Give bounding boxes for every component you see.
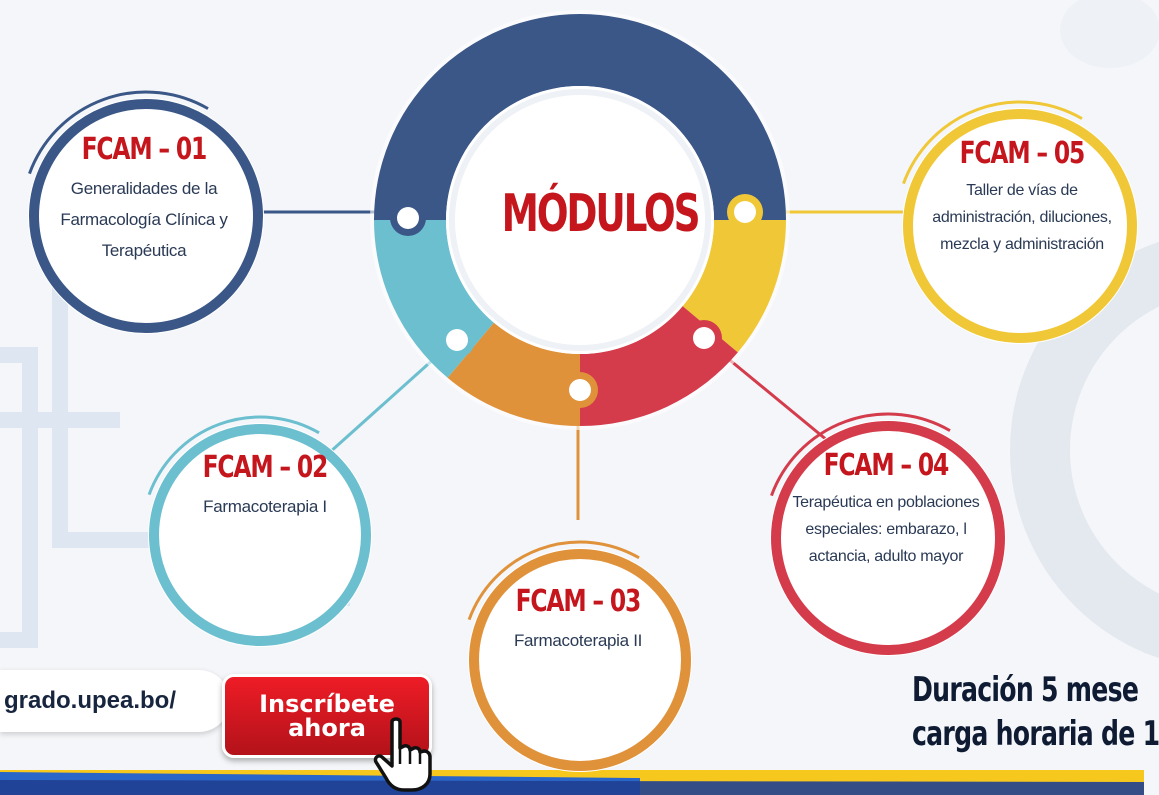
module-circle-ring-1 (29, 99, 263, 333)
enroll-label-line2: ahora (288, 714, 366, 742)
enroll-now-button[interactable]: Inscríbete ahora (222, 674, 432, 758)
ring-segment-4 (447, 322, 580, 426)
module-code: FCAM – 02 (202, 450, 329, 485)
module-circle-arc-3 (467, 540, 640, 621)
module-circle-bg-5 (902, 108, 1138, 344)
module-code: FCAM – 01 (81, 132, 208, 167)
module-description: Terapéutica en poblaciones especiales: e… (792, 494, 980, 565)
central-ring (370, 10, 790, 430)
module-card-3: FCAM – 03 Farmacoterapia II (478, 584, 678, 656)
module-card-1: FCAM – 01 Generalidades de la Farmacolog… (30, 132, 258, 266)
module-card-2: FCAM – 02 Farmacoterapia I (165, 450, 365, 522)
module-circles (28, 90, 1138, 772)
module-card-4: FCAM – 04 Terapéutica en poblaciones esp… (772, 448, 1000, 570)
module-card-5: FCAM – 05 Taller de vías de administraci… (908, 136, 1136, 258)
duration-line-1: Duración 5 mese (912, 670, 1139, 710)
module-circle-ring-5 (903, 109, 1137, 343)
ring-segment-1 (374, 14, 786, 220)
diagram-title: MÓDULOS (501, 184, 701, 244)
website-url[interactable]: grado.upea.bo/ (4, 687, 177, 714)
module-circle-ring-2 (149, 424, 371, 646)
module-code: FCAM – 03 (515, 584, 642, 619)
module-circle-ring-4 (771, 421, 1005, 655)
ring-dot-inner-5 (734, 201, 756, 223)
module-circle-arc-2 (147, 415, 320, 496)
ring-segment-2 (682, 220, 786, 353)
ring-dot-inner-4 (693, 327, 715, 349)
duration-info: Duración 5 mese carga horaria de 1 (912, 668, 1159, 756)
ring-dot-inner-2 (446, 329, 468, 351)
enroll-label-line1: Inscríbete (259, 690, 395, 718)
ring-dot-inner-1 (397, 207, 419, 229)
ring-dots (390, 194, 763, 408)
module-circle-bg-3 (468, 548, 692, 772)
module-circle-bg-4 (770, 420, 1006, 656)
module-circle-arc-1 (28, 90, 209, 175)
duration-line-2: carga horaria de 1 (912, 714, 1159, 754)
ring-center-shadow (449, 89, 711, 351)
module-circle-ring-3 (469, 549, 691, 771)
website-url-pill[interactable]: grado.upea.bo/ (0, 670, 230, 732)
module-description: Generalidades de la Farmacología Clínica… (60, 179, 228, 260)
pointer-hand-icon (373, 717, 432, 792)
module-circle-bg-1 (28, 98, 264, 334)
module-code: FCAM – 04 (823, 448, 950, 483)
ring-dot-inner-3 (569, 379, 591, 401)
module-circle-arc-5 (902, 100, 1083, 185)
module-description: Taller de vías de administración, diluci… (932, 182, 1112, 253)
ring-center (446, 86, 714, 354)
module-circle-bg-2 (148, 423, 372, 647)
module-code: FCAM – 05 (959, 136, 1086, 171)
module-description: Farmacoterapia II (513, 631, 643, 650)
module-circle-arc-4 (770, 412, 951, 497)
module-description: Farmacoterapia I (203, 497, 327, 516)
